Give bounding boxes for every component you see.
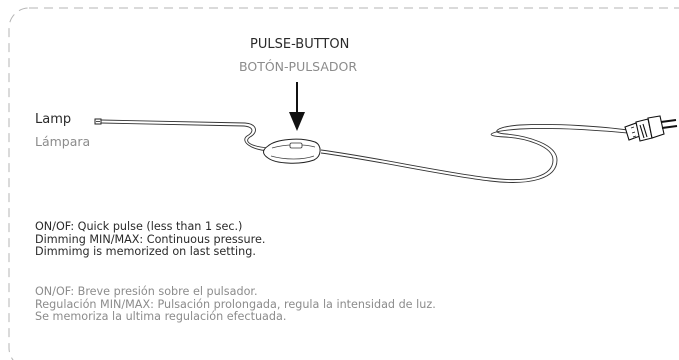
lamp-connector (94, 118, 102, 125)
instructions-spanish: ON/OF: Breve presión sobre el pulsador. … (35, 285, 436, 324)
wall-plug (624, 115, 678, 142)
pointer-arrow (289, 82, 305, 131)
pulse-button-label-es: BOTÓN-PULSADOR (239, 59, 358, 74)
lamp-label-es: Lámpara (35, 134, 91, 149)
pulse-button-label: PULSE-BUTTON (250, 37, 350, 52)
cable-lamp-side (100, 119, 271, 152)
instruction-line: Dimming MIN/MAX: Continuous pressure. (35, 232, 266, 246)
instruction-line: ON/OF: Quick pulse (less than 1 sec.) (35, 220, 243, 233)
instructions-english: ON/OF: Quick pulse (less than 1 sec.) Di… (35, 220, 266, 259)
instruction-line: Se memoriza la ultima regulación efectua… (35, 310, 287, 324)
instruction-line: ON/OF: Breve presión sobre el pulsador. (35, 285, 258, 298)
instruction-line: Regulación MIN/MAX: Pulsación prolongada… (35, 297, 436, 311)
lamp-label: Lamp (35, 112, 72, 127)
inline-switch (263, 138, 321, 164)
instruction-line: Dimmimg is memorized on last setting. (35, 245, 256, 259)
cable-plug-side (320, 124, 629, 183)
